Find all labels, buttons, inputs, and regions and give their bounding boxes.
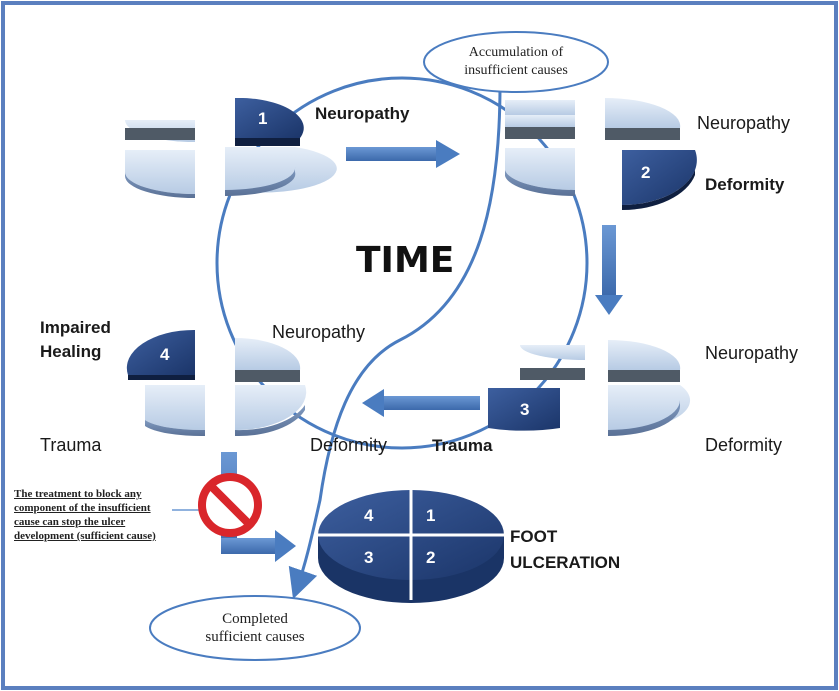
stage2-active-label: Deformity (705, 175, 785, 194)
callout-accumulation-line1: Accumulation of (468, 45, 564, 60)
callout-completed-line1: Completed (222, 611, 288, 627)
final-pie: 4 1 3 2 (318, 490, 504, 603)
stage4-neuropathy-label: Neuropathy (272, 322, 366, 342)
callout-completed-line2: sufficient causes (205, 629, 305, 645)
stage3-deformity-label: Deformity (705, 435, 783, 455)
stage2-slice-2 (622, 150, 697, 205)
callout-accumulation-text: Accumulation of insufficient causes (440, 44, 592, 80)
stage1-number: 1 (258, 109, 267, 128)
final-label: FOOT ULCERATION (510, 524, 620, 576)
stage4-active-label-line2: Healing (40, 342, 102, 361)
final-label-line2: ULCERATION (510, 553, 621, 572)
stage3-number: 3 (520, 400, 529, 419)
stage1-active-label: Neuropathy (315, 104, 410, 123)
arrow-2-to-3 (595, 225, 623, 315)
stage4-pie: 4 (126, 329, 307, 437)
stage4-active-label: Impaired Healing (40, 316, 111, 364)
final-quadrant-1: 1 (426, 506, 435, 525)
stage4-active-label-line1: Impaired (40, 318, 111, 337)
final-quadrant-3: 3 (364, 548, 373, 567)
stage2-number: 2 (641, 163, 650, 182)
stage1-pie: 1 (125, 97, 337, 198)
prohibition-sign-icon (198, 473, 262, 537)
stage4-slice-4 (126, 329, 195, 375)
arrow-3-to-4 (362, 389, 480, 417)
treatment-note: The treatment to block any component of … (14, 488, 156, 542)
callout-completed (149, 595, 361, 661)
stage3-active-label: Trauma (432, 436, 493, 455)
stage3-slice-3 (488, 388, 560, 431)
stage4-number: 4 (160, 345, 170, 364)
callout-accumulation (423, 31, 609, 93)
stage3-pie: 3 (488, 339, 691, 436)
final-label-line1: FOOT (510, 527, 558, 546)
arrow-1-to-2 (346, 140, 460, 168)
callout-accumulation-line2: insufficient causes (464, 63, 568, 78)
final-quadrant-2: 2 (426, 548, 435, 567)
final-quadrant-4: 4 (364, 506, 374, 525)
callout-completed-text: Completed sufficient causes (170, 610, 340, 646)
time-cycle-circle (215, 76, 589, 450)
stage1-slice-1 (235, 97, 304, 138)
stage2-neuropathy-label: Neuropathy (697, 113, 791, 133)
stage4-trauma-label: Trauma (40, 435, 102, 455)
stage4-deformity-label: Deformity (310, 435, 388, 455)
stage3-neuropathy-label: Neuropathy (705, 343, 799, 363)
accumulation-flow-line (288, 84, 502, 600)
time-label: TIME (356, 240, 455, 281)
stage2-pie: 2 (505, 97, 697, 210)
